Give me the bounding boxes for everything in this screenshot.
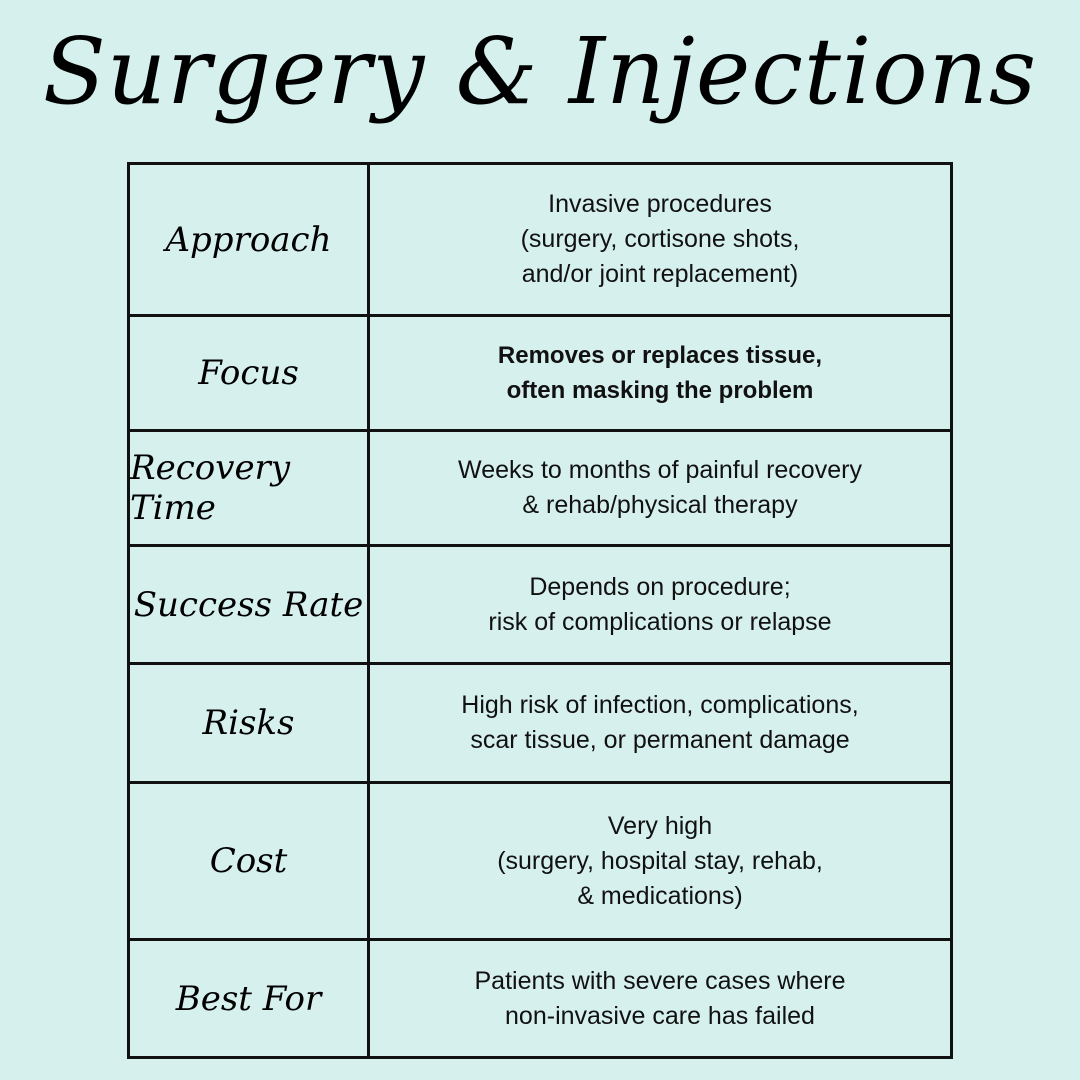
row-value: Patients with severe cases where non-inv…	[474, 966, 846, 1030]
row-value: Depends on procedure; risk of complicati…	[488, 572, 832, 636]
table-row: Success Rate Depends on procedure; risk …	[130, 544, 950, 662]
row-label: Recovery Time	[130, 432, 370, 544]
row-value: Very high (surgery, hospital stay, rehab…	[497, 811, 823, 910]
row-label: Cost	[130, 784, 370, 938]
row-value: Removes or replaces tissue, often maskin…	[497, 342, 823, 404]
row-value: Invasive procedures (surgery, cortisone …	[520, 190, 800, 288]
table-row: Recovery Time Weeks to months of painful…	[130, 429, 950, 544]
row-label: Risks	[130, 665, 370, 781]
row-value: Weeks to months of painful recovery & re…	[458, 456, 862, 519]
table-row: Cost Very high (surgery, hospital stay, …	[130, 781, 950, 938]
comparison-table: Approach Invasive procedures (surgery, c…	[127, 162, 953, 1059]
row-label: Focus	[130, 317, 370, 429]
row-label: Success Rate	[130, 547, 370, 662]
row-value: High risk of infection, complications, s…	[461, 691, 859, 754]
row-label: Best For	[130, 941, 370, 1056]
table-row: Risks High risk of infection, complicati…	[130, 662, 950, 781]
table-row: Best For Patients with severe cases wher…	[130, 938, 950, 1056]
table-row: Focus Removes or replaces tissue, often …	[130, 314, 950, 429]
page-title: Surgery & Injections	[42, 18, 1038, 125]
table-row: Approach Invasive procedures (surgery, c…	[130, 165, 950, 314]
row-label: Approach	[130, 165, 370, 314]
